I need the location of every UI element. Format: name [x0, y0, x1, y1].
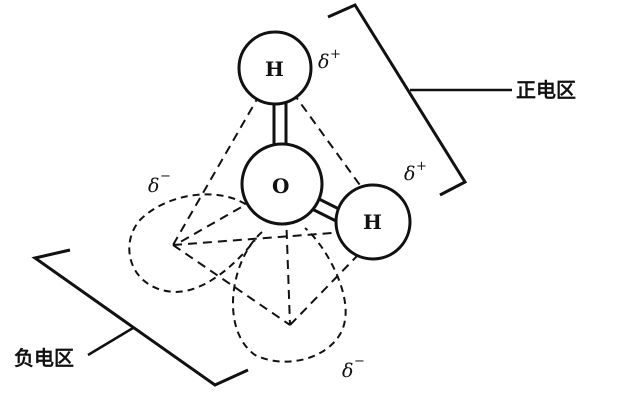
charge-delta-plus-right: δ +: [404, 159, 427, 185]
charge-delta-plus-top: δ +: [318, 47, 341, 73]
hydrogen-atom-top: [237, 30, 313, 106]
charge-delta-minus-bottom: δ −: [342, 354, 365, 382]
positive-region-bracket: [327, 3, 468, 197]
svg-text:−: −: [354, 354, 365, 369]
oxygen-atom: [240, 142, 324, 226]
bond-o-h-top: [272, 98, 288, 148]
svg-text:δ: δ: [342, 360, 353, 382]
negative-region-leader: [87, 326, 134, 357]
oxygen-label: O: [272, 174, 289, 198]
svg-text:−: −: [160, 169, 171, 184]
charge-delta-minus-left: δ −: [148, 169, 171, 197]
svg-text:+: +: [416, 159, 427, 174]
lone-pair-lobe-left: [128, 193, 256, 294]
svg-text:δ: δ: [148, 175, 159, 197]
lone-pair-lobe-bottom: [232, 227, 347, 363]
hydrogen-top-label: H: [265, 57, 284, 81]
svg-text:δ: δ: [318, 51, 329, 73]
hydrogen-atom-right: [334, 183, 412, 261]
svg-text:δ: δ: [404, 163, 415, 185]
svg-text:+: +: [330, 47, 341, 62]
hydrogen-right-label: H: [363, 210, 382, 234]
negative-region-label: 负电区: [14, 346, 74, 370]
negative-region-bracket: [31, 248, 249, 387]
positive-region-label: 正电区: [516, 78, 576, 102]
